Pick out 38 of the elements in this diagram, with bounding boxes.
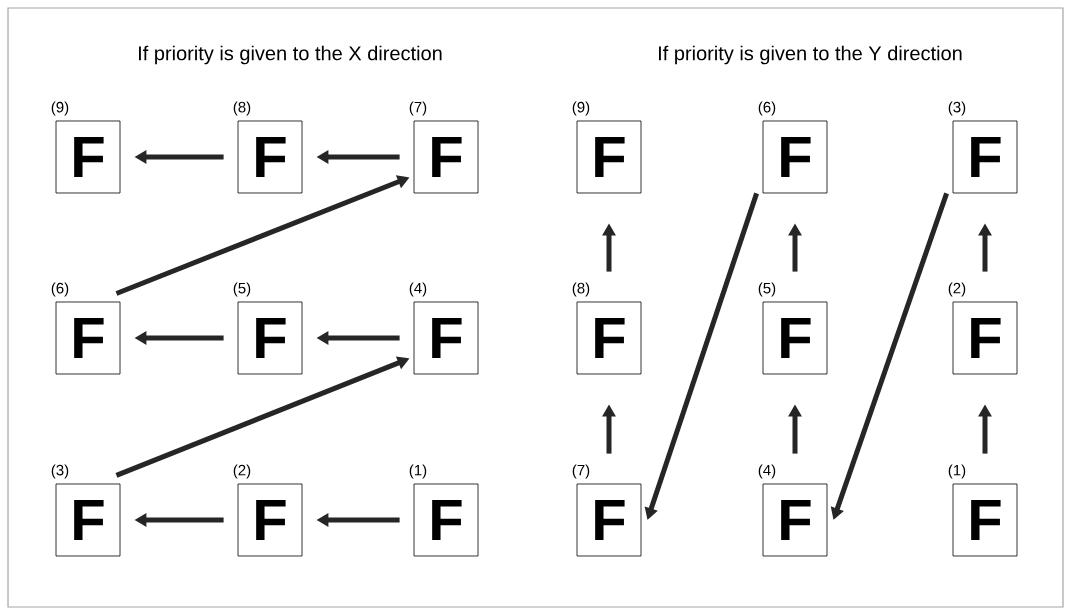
letter-box: F — [576, 301, 642, 375]
step-number: (9) — [51, 101, 69, 116]
step-number: (8) — [572, 282, 590, 297]
letter-box: F — [55, 483, 121, 557]
letter-box: F — [762, 483, 828, 557]
letter-box: F — [237, 301, 303, 375]
step-number: (1) — [409, 464, 427, 479]
letter-box: F — [413, 120, 479, 194]
letter-box: F — [762, 301, 828, 375]
panel-heading: If priority is given to the Y direction — [659, 45, 962, 65]
step-number: (2) — [233, 464, 251, 479]
step-number: (7) — [572, 464, 590, 479]
letter-box: F — [576, 120, 642, 194]
letter-box: F — [237, 483, 303, 557]
step-number: (9) — [572, 101, 590, 116]
step-number: (8) — [233, 101, 251, 116]
step-number: (6) — [758, 101, 776, 116]
step-number: (5) — [758, 282, 776, 297]
letter-box: F — [413, 301, 479, 375]
step-number: (4) — [758, 464, 776, 479]
letter-box: F — [237, 120, 303, 194]
step-number: (7) — [409, 101, 427, 116]
letter-box: F — [413, 483, 479, 557]
step-number: (6) — [51, 282, 69, 297]
letter-box: F — [55, 120, 121, 194]
letter-box: F — [55, 301, 121, 375]
letter-box: F — [762, 120, 828, 194]
step-number: (2) — [948, 282, 966, 297]
letter-box: F — [952, 120, 1018, 194]
step-number: (3) — [948, 101, 966, 116]
letter-box: F — [952, 301, 1018, 375]
letter-box: F — [952, 483, 1018, 557]
step-number: (3) — [51, 464, 69, 479]
panel-heading: If priority is given to the X direction — [139, 45, 442, 65]
step-number: (5) — [233, 282, 251, 297]
step-number: (4) — [409, 282, 427, 297]
letter-box: F — [576, 483, 642, 557]
step-number: (1) — [948, 464, 966, 479]
